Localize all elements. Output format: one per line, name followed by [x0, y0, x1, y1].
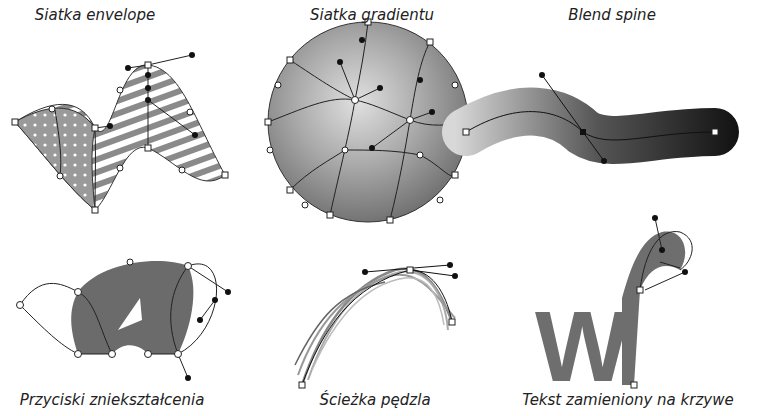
converted-letter: W — [535, 296, 629, 396]
caption: Przyciski zniekształcenia — [20, 391, 205, 409]
caption: Siatka envelope — [35, 6, 155, 24]
caption: Ścieżka pędzla — [319, 391, 430, 409]
blend-spine-illustration — [463, 72, 718, 164]
caption: Siatka gradientu — [310, 6, 434, 24]
caption: Blend spine — [568, 6, 656, 24]
distortion-illustration — [17, 259, 232, 381]
gradient-mesh-illustration — [265, 19, 471, 223]
envelope-illustration — [12, 52, 228, 213]
brush-path-illustration — [295, 262, 458, 388]
curve-letter-illustration — [622, 215, 692, 388]
